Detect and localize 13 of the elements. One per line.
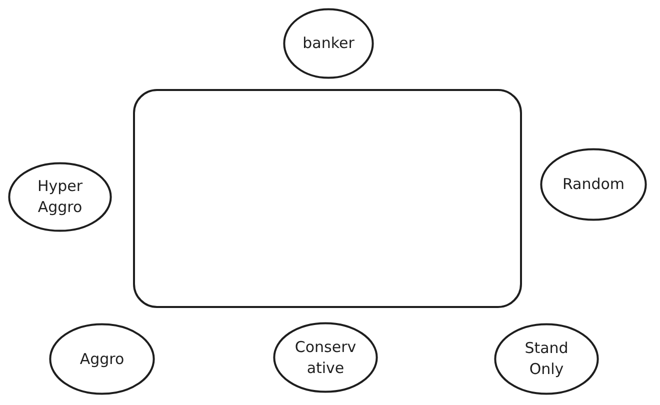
ellipse-node bbox=[49, 323, 155, 395]
node-label: Stand Only bbox=[524, 338, 568, 380]
ellipse-node bbox=[540, 148, 647, 221]
node-label: Random bbox=[562, 174, 625, 195]
ellipse-node bbox=[8, 162, 112, 232]
node-label: Aggro bbox=[80, 348, 124, 370]
ellipse-node bbox=[273, 322, 378, 393]
ellipse-node bbox=[494, 323, 599, 395]
ellipse-node bbox=[283, 8, 374, 79]
node-label: banker bbox=[302, 33, 354, 54]
node-label: Conserv ative bbox=[294, 336, 356, 378]
rounded-rectangle bbox=[133, 89, 522, 308]
node-label: Hyper Aggro bbox=[37, 176, 83, 218]
